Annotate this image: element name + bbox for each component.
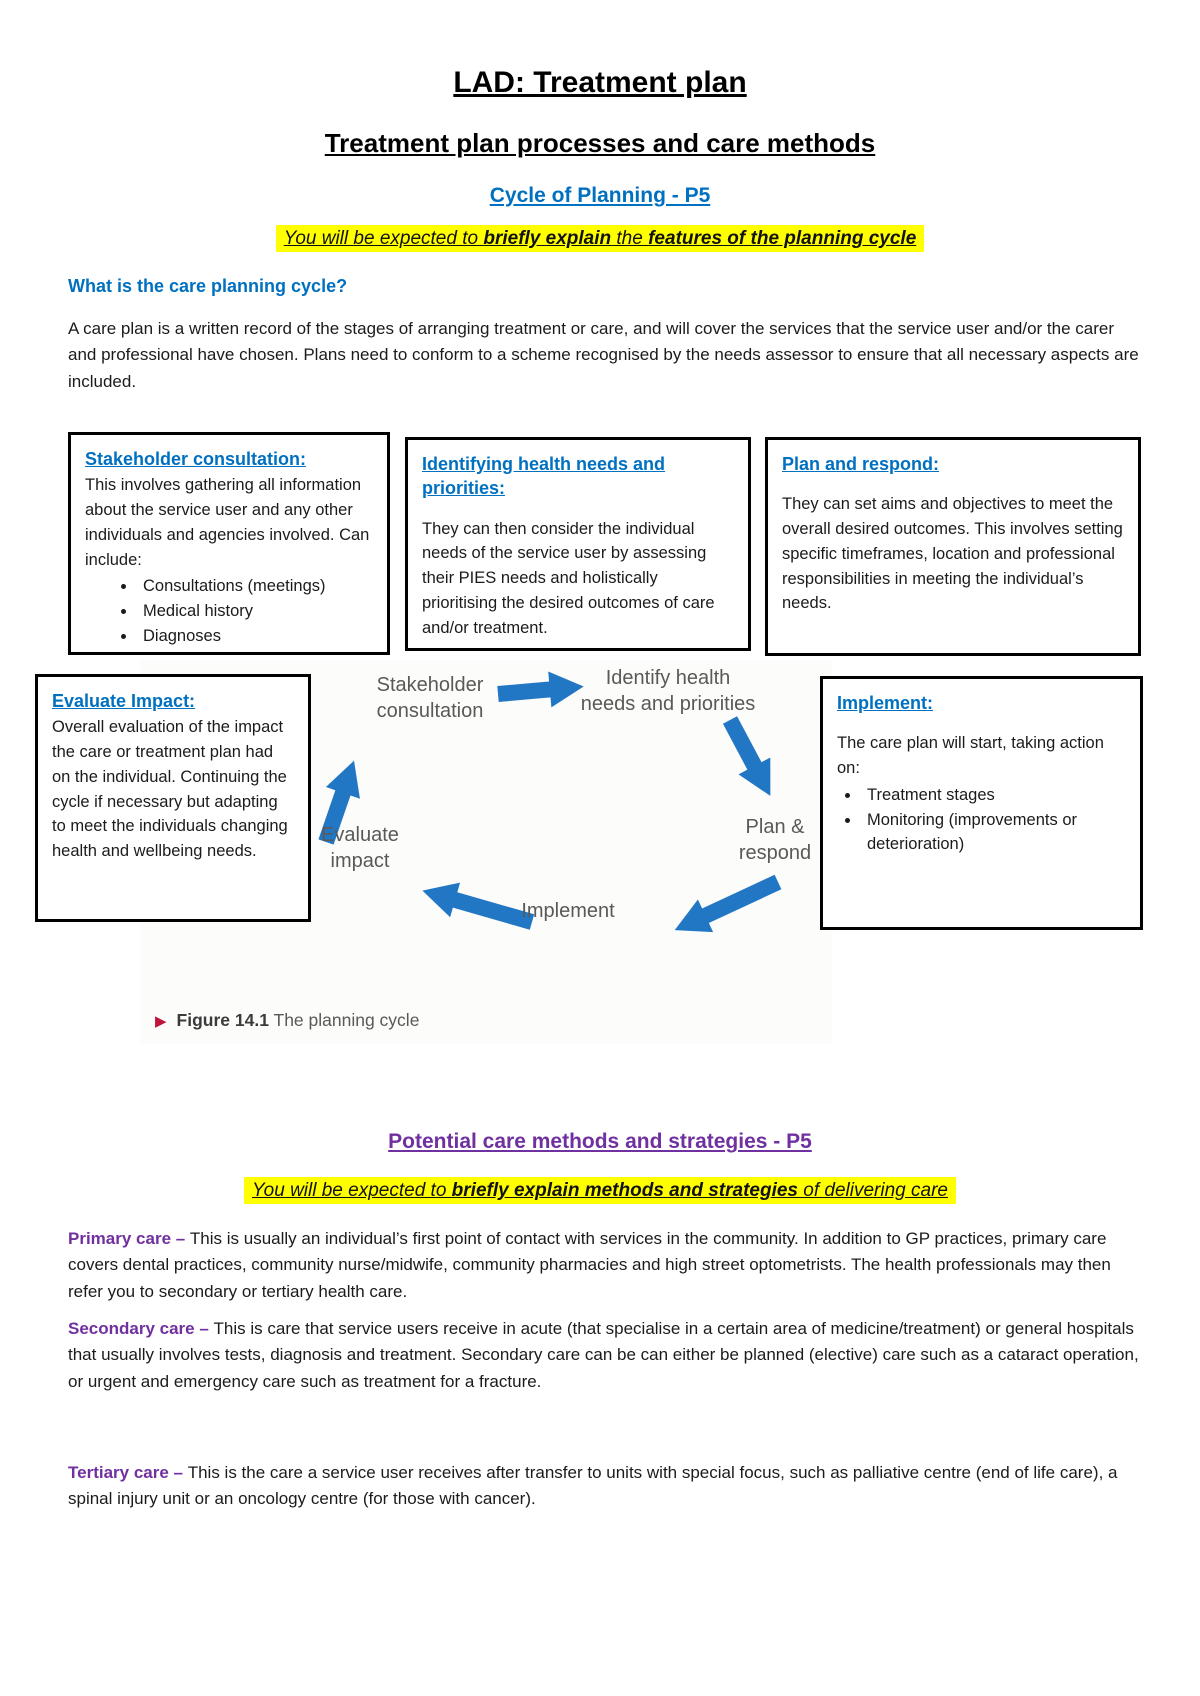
box-bullet-list: Treatment stagesMonitoring (improvements… (837, 783, 1126, 857)
figure-label-plan-respond: Plan & respond (738, 816, 812, 864)
secondary-care-paragraph: Secondary care – This is care that servi… (68, 1316, 1140, 1395)
box-plan-and-respond: Plan and respond: They can set aims and … (765, 437, 1141, 656)
planning-cycle-diagram: Stakeholder consultation Identify health… (300, 652, 820, 1002)
box-body: They can then consider the individual ne… (422, 519, 715, 637)
box-evaluate-impact: Evaluate Impact: Overall evaluation of t… (35, 674, 311, 922)
tertiary-care-paragraph: Tertiary care – This is the care a servi… (68, 1460, 1140, 1513)
section-heading-care-methods: Potential care methods and strategies - … (388, 1130, 812, 1153)
section-heading-cycle-of-planning: Cycle of Planning - P5 (489, 184, 711, 207)
tertiary-care-text: This is the care a service user receives… (68, 1463, 1118, 1509)
caption-label: Figure 14.1 (176, 1010, 269, 1030)
box-title: Implement: (837, 693, 934, 713)
caption-text: The planning cycle (273, 1010, 420, 1030)
box-title: Evaluate Impact: (52, 691, 196, 711)
arrow-implement-to-evaluate-icon (422, 882, 535, 930)
arrow-evaluate-to-stakeholder-icon (318, 760, 360, 845)
primary-care-label: Primary care – (68, 1229, 190, 1248)
secondary-care-label: Secondary care – (68, 1319, 214, 1338)
arrow-identify-to-plan-icon (722, 716, 771, 796)
cycle-arrows-graphic (318, 671, 782, 933)
box-body: The care plan will start, taking action … (837, 734, 1104, 778)
box-implement: Implement: The care plan will start, tak… (820, 676, 1143, 930)
page-title: LAD: Treatment plan (453, 66, 747, 99)
highlight-row-methods: You will be expected to briefly explain … (0, 1177, 1200, 1204)
figure-label-stakeholder-consultation: Stakeholder consultation (376, 674, 484, 722)
box-body: This involves gathering all information … (85, 476, 370, 569)
question-heading: What is the care planning cycle? (68, 276, 348, 296)
figure-label-identify-health-needs: Identify health needs and priorities (580, 667, 756, 715)
expectation-note-methods: You will be expected to briefly explain … (244, 1177, 956, 1204)
figure-caption: ▶ Figure 14.1 The planning cycle (155, 1010, 419, 1031)
box-identifying-health-needs: Identifying health needs and priorities:… (405, 437, 751, 651)
box-bullet-list: Consultations (meetings)Medical historyD… (85, 574, 373, 648)
figure-label-implement: Implement (521, 900, 615, 922)
arrow-plan-to-implement-icon (674, 874, 782, 933)
box-title: Plan and respond: (782, 454, 940, 474)
expectation-note-planning: You will be expected to briefly explain … (275, 225, 925, 252)
box-title: Stakeholder consultation: (85, 449, 307, 469)
tertiary-care-label: Tertiary care – (68, 1463, 188, 1482)
page-subtitle: Treatment plan processes and care method… (324, 128, 876, 158)
box-stakeholder-consultation: Stakeholder consultation: This involves … (68, 432, 390, 655)
box-body: They can set aims and objectives to meet… (782, 495, 1123, 613)
secondary-care-text: This is care that service users receive … (68, 1319, 1139, 1391)
figure-label-evaluate-impact: Evaluate impact (321, 824, 399, 872)
caption-triangle-icon: ▶ (155, 1013, 167, 1030)
intro-paragraph: A care plan is a written record of the s… (68, 319, 1139, 391)
highlight-row-planning: You will be expected to briefly explain … (0, 225, 1200, 252)
primary-care-text: This is usually an individual’s first po… (68, 1229, 1111, 1301)
arrow-stakeholder-to-identify-icon (497, 671, 584, 708)
box-body: Overall evaluation of the impact the car… (52, 718, 288, 861)
box-title: Identifying health needs and priorities: (422, 454, 666, 499)
primary-care-paragraph: Primary care – This is usually an indivi… (68, 1226, 1140, 1305)
